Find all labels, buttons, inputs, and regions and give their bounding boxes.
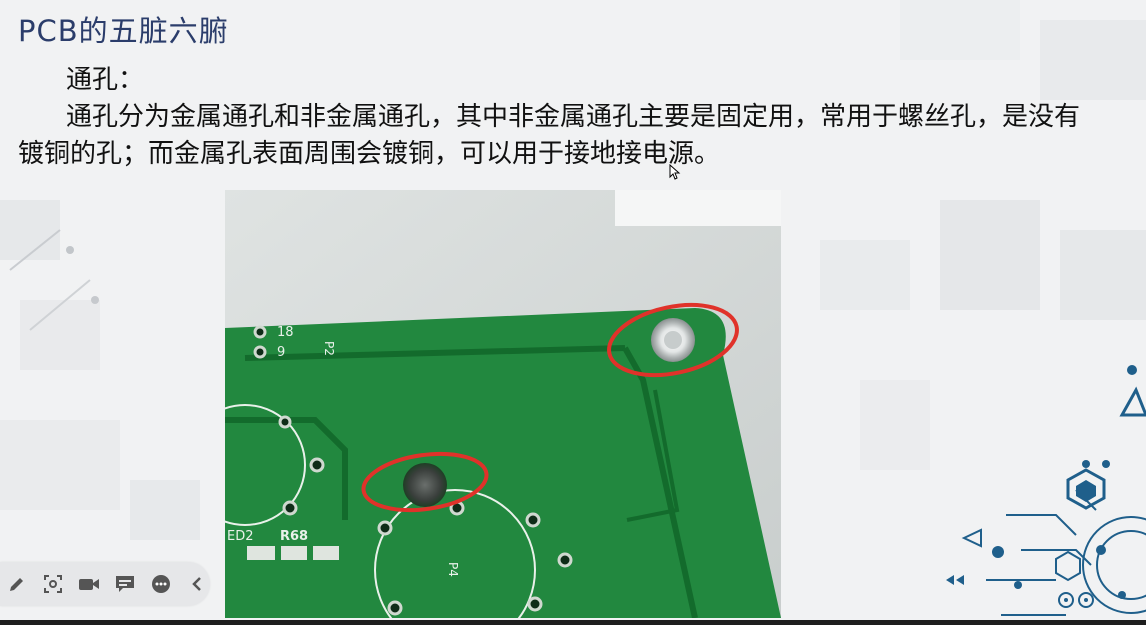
pcb-photo: 18 9 P2 ED2 R68 P4 [225,190,781,618]
label-r68: R68 [280,529,308,544]
slide-body: 通孔： 通孔分为金属通孔和非金属通孔，其中非金属通孔主要是固定用，常用于螺丝孔，… [18,62,1098,173]
camera-icon[interactable] [76,571,102,597]
annotation-circle-nonplated [361,451,489,513]
section-heading: 通孔： [66,65,145,95]
presentation-toolbar [0,562,210,606]
triangle-icon [1119,386,1146,417]
resistor-pad [247,546,275,560]
comment-icon[interactable] [112,571,138,597]
pcb-trace-inner [626,389,680,522]
resistor-pad [313,546,339,560]
pen-icon[interactable] [4,571,30,597]
label-9: 9 [277,345,285,360]
bottom-edge [0,620,1146,625]
pcb-trace-top [244,345,626,361]
white-object [615,190,781,226]
non-plated-hole [403,463,447,507]
through-hole-description: 通孔分为金属通孔和非金属通孔，其中非金属通孔主要是固定用，常用于螺丝孔，是没有镀… [18,102,1081,169]
annotation-circle-plated [607,303,739,377]
pcb-trace-right [622,346,698,618]
hexagon-icon [1066,468,1106,510]
eye-left-icon [1058,592,1074,608]
screenshot-icon[interactable] [40,571,66,597]
pads [253,325,573,616]
label-p2: P2 [322,341,336,356]
hexagon-small-icon [1055,550,1081,582]
more-icon[interactable] [148,571,174,597]
mouse-cursor-icon [669,164,681,180]
resistor-pad [281,546,307,560]
circuit-decoration [946,365,1146,616]
label-ed2: ED2 [227,529,254,544]
slide-title: PCB的五脏六腑 [18,14,229,48]
arrow-left-icon [961,528,982,548]
label-p4: P4 [446,562,460,577]
silkscreen-circle-left [225,404,306,526]
pcb-trace-left [225,417,348,520]
collapse-icon[interactable] [184,571,210,597]
label-18: 18 [277,325,294,340]
eye-right-icon [1078,592,1094,608]
silkscreen-circle-p4 [374,489,536,618]
